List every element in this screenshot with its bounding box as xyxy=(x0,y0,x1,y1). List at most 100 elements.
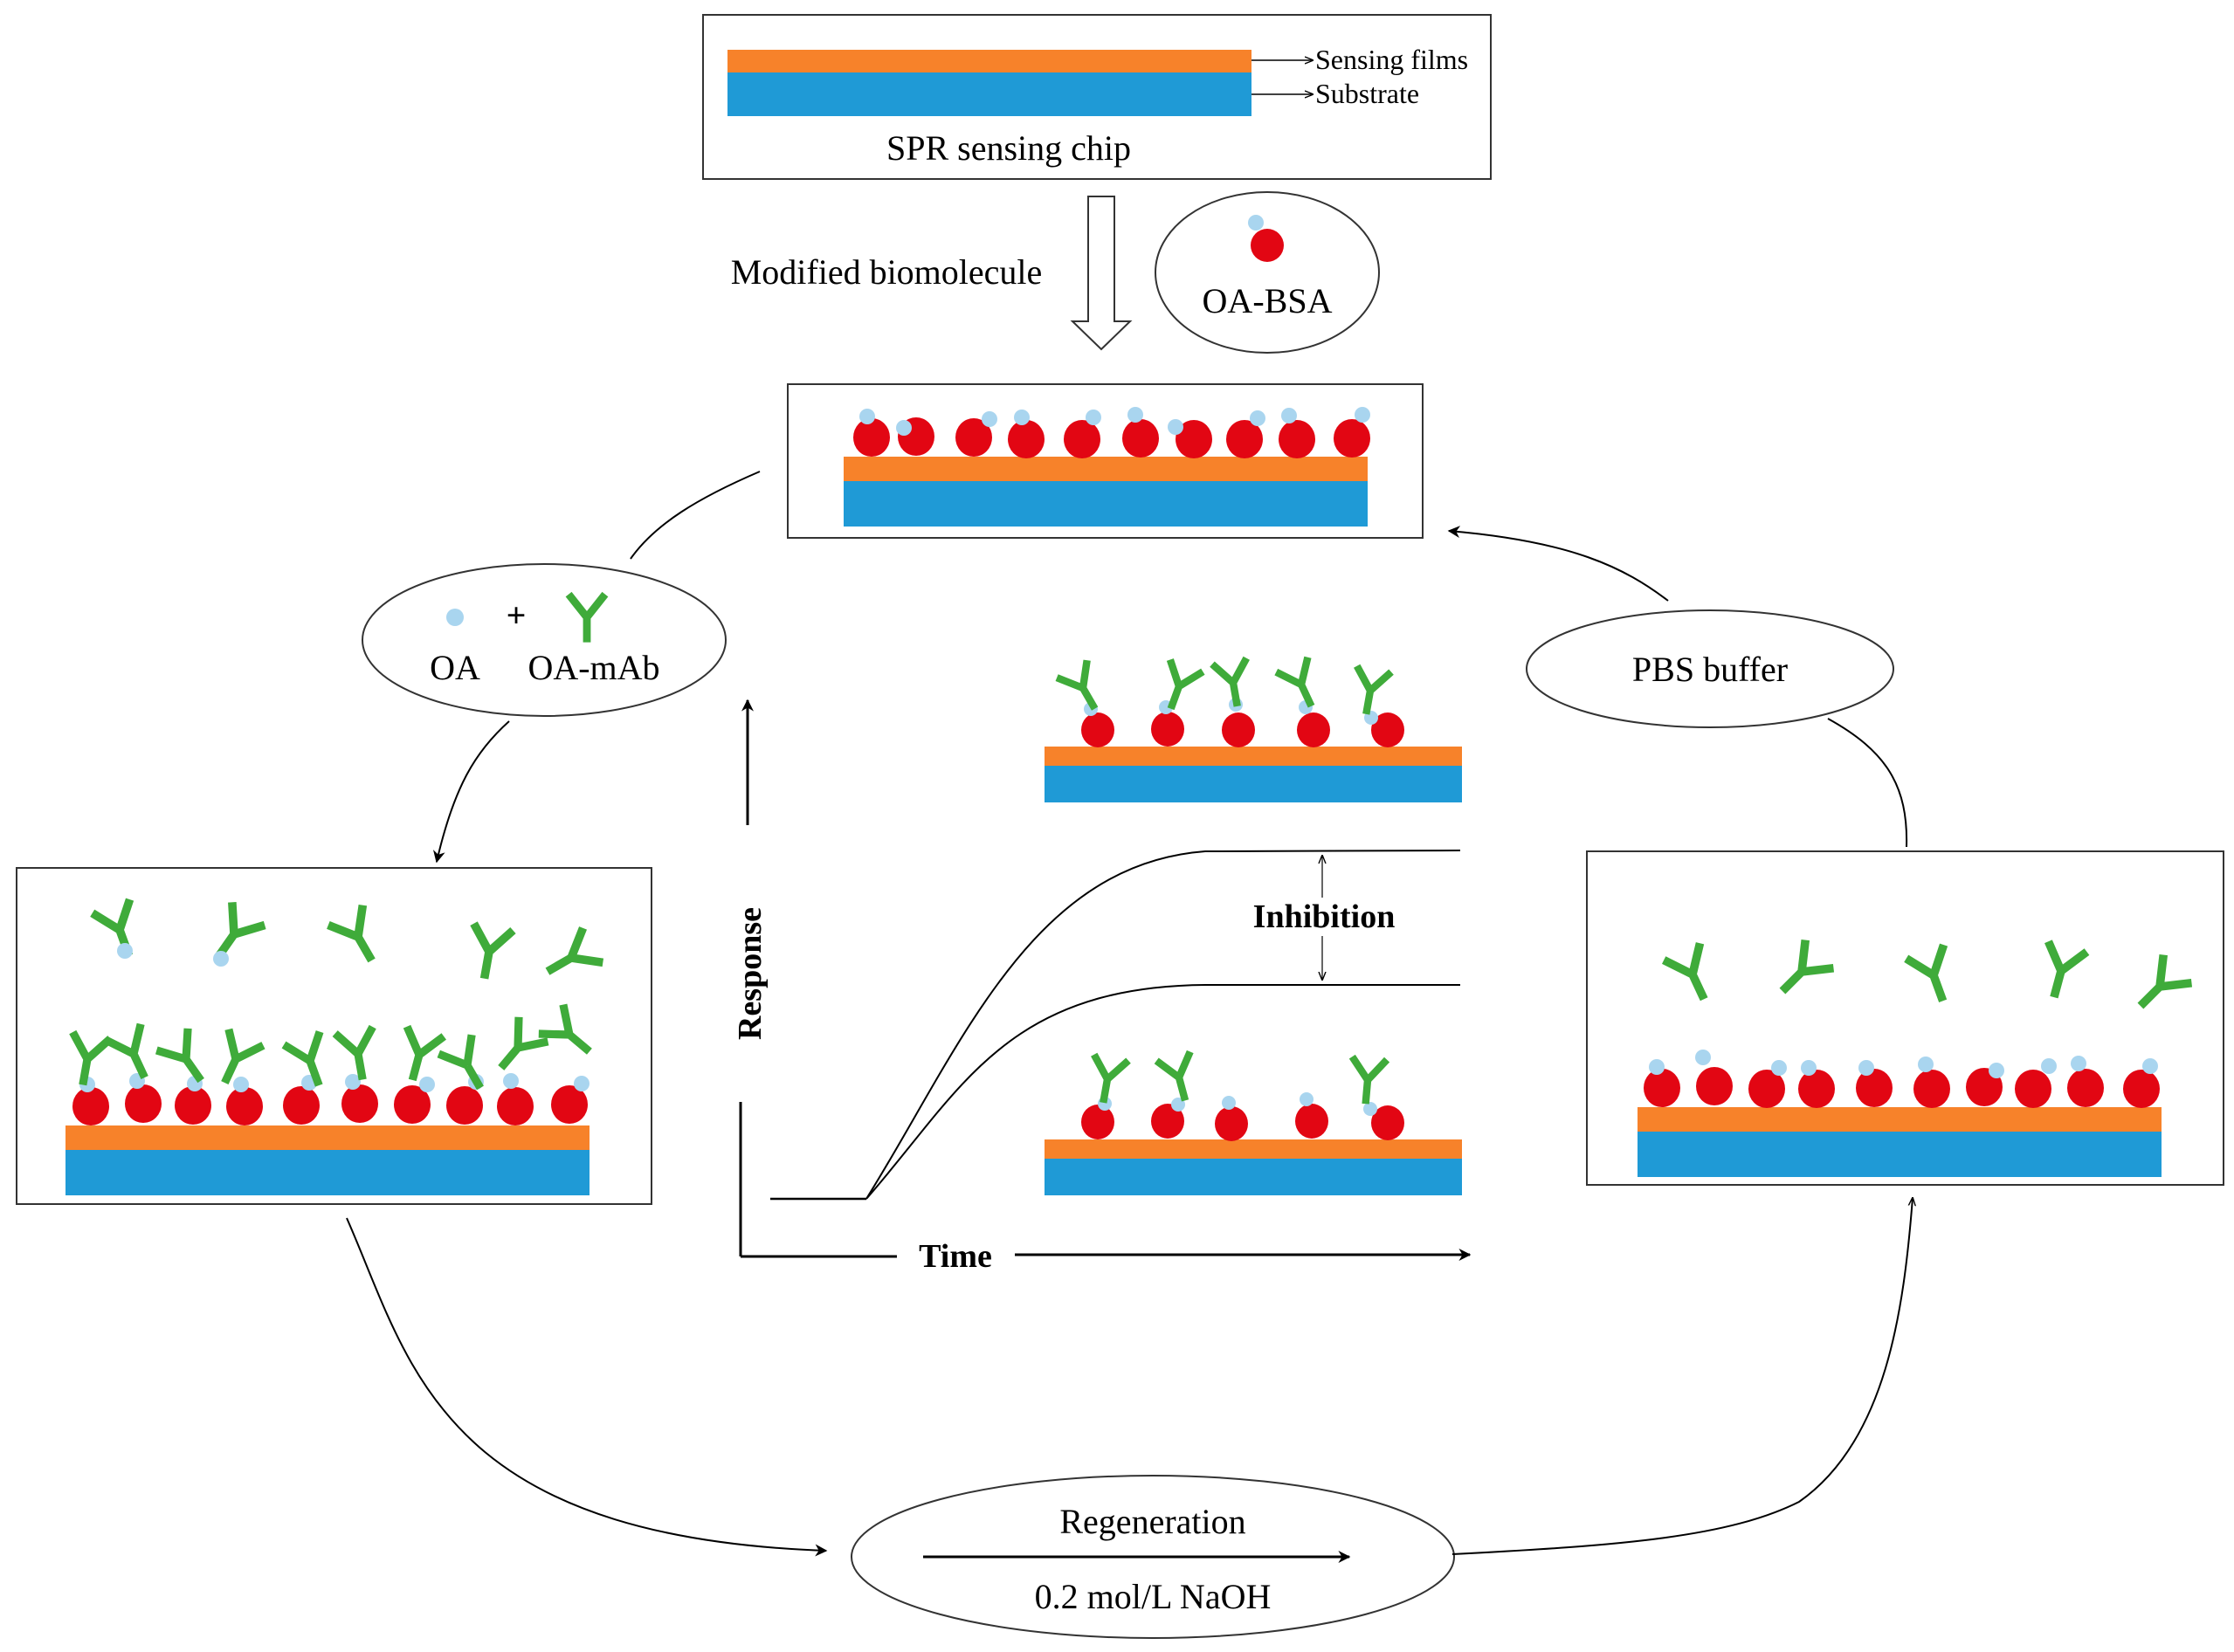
bsa-icon xyxy=(1644,1068,1680,1108)
bsa-icon xyxy=(1081,1105,1114,1139)
antibody-icon xyxy=(1091,1052,1131,1104)
bsa-icon xyxy=(853,417,890,458)
bsa-icon xyxy=(1151,1104,1184,1139)
pbs-buffer-ellipse: PBS buffer xyxy=(1526,609,1894,728)
sensing-film-layer xyxy=(727,50,1251,72)
bsa-icon xyxy=(2067,1068,2104,1108)
oa-hapten-icon xyxy=(1014,410,1030,425)
response-curve-low xyxy=(865,984,1460,1200)
oa-mab-label: OA-mAb xyxy=(527,648,659,687)
oa-hapten-icon xyxy=(419,1077,435,1092)
bsa-icon xyxy=(1295,1104,1328,1139)
oa-label: OA xyxy=(430,648,480,687)
oa-hapten-icon xyxy=(1918,1057,1934,1072)
bsa-icon xyxy=(1748,1069,1785,1109)
pbs-buffer-label: PBS buffer xyxy=(1632,650,1788,689)
antibody-icon xyxy=(565,591,609,643)
bsa-icon xyxy=(1122,418,1159,458)
oa-hapten-icon xyxy=(1649,1059,1665,1075)
antibody-icon xyxy=(221,1028,265,1085)
bsa-icon xyxy=(1151,712,1184,747)
oa-mab-ellipse: + OA OA-mAb xyxy=(362,563,727,717)
inset-chip-inhibited-binding xyxy=(1045,1050,1462,1195)
oa-hapten-icon xyxy=(117,943,133,959)
antibody-icon xyxy=(565,591,609,643)
bsa-icon xyxy=(1008,419,1045,459)
bsa-antibody-complex-row xyxy=(1055,656,1404,747)
oa-hapten-icon xyxy=(233,1077,249,1092)
bsa-icon xyxy=(2015,1069,2051,1109)
bsa-icon xyxy=(1279,419,1315,459)
antibody-icon xyxy=(327,904,376,963)
bsa-icon xyxy=(1215,1106,1248,1141)
bsa-icon xyxy=(1251,229,1284,262)
substrate-layer xyxy=(727,72,1251,116)
bsa-icon xyxy=(1371,1105,1404,1140)
regeneration-label: Regeneration xyxy=(1059,1502,1245,1541)
antibody-icon xyxy=(1779,939,1835,995)
antibody-icon xyxy=(281,1030,324,1087)
antibody-icon xyxy=(1055,659,1099,711)
free-antibodies xyxy=(1662,939,2193,1009)
antibody-icon xyxy=(470,921,516,980)
antibody-icon xyxy=(2137,953,2193,1009)
cycle-connectors xyxy=(346,471,1913,1557)
oa-hapten-icon xyxy=(503,1073,519,1089)
antibody-icon xyxy=(1354,664,1394,715)
oa-hapten-icon xyxy=(1248,215,1264,231)
plus-sign: + xyxy=(507,595,527,635)
antibody-icon xyxy=(1904,943,1948,1002)
bsa-icon xyxy=(1222,712,1255,747)
bsa-icon xyxy=(1064,419,1100,459)
antibody-icon xyxy=(545,926,604,975)
bsa-icon xyxy=(1081,712,1114,747)
oa-hapten-icon xyxy=(1222,1096,1236,1110)
bsa-icon xyxy=(341,1084,378,1124)
oa-hapten-icon xyxy=(1168,419,1183,435)
oa-hapten-icon xyxy=(1801,1060,1817,1076)
oa-hapten-icon xyxy=(574,1076,590,1091)
bsa-icon xyxy=(551,1084,588,1125)
antibody-icon xyxy=(538,1003,592,1055)
oa-bsa-label: OA-BSA xyxy=(1203,281,1333,320)
antibody-icon xyxy=(1210,656,1250,707)
free-antibodies xyxy=(90,898,604,980)
immobilized-chip-box xyxy=(787,383,1424,539)
oa-hapten-icon xyxy=(1989,1063,2004,1078)
response-curve-high xyxy=(865,850,1461,1200)
antibody-icon xyxy=(403,1024,446,1082)
antibody-icon xyxy=(104,1022,148,1080)
bsa-icon xyxy=(1334,418,1370,458)
bsa-icon xyxy=(1913,1069,1950,1109)
bsa-icon xyxy=(497,1086,534,1126)
bsa-icon xyxy=(1226,419,1263,459)
bsa-antibody-complex-row xyxy=(1081,1050,1404,1141)
bsa-row xyxy=(1644,1050,2160,1109)
oa-hapten-icon xyxy=(982,411,997,427)
bsa-row xyxy=(72,1073,590,1126)
bsa-icon xyxy=(125,1084,162,1124)
oa-hapten-icon xyxy=(1300,1092,1314,1106)
oa-hapten-icon xyxy=(1127,407,1143,423)
oa-hapten-icon xyxy=(446,609,464,626)
bsa-icon xyxy=(72,1086,109,1126)
oa-hapten-icon xyxy=(345,1074,361,1090)
bsa-icon xyxy=(1371,712,1404,747)
oa-hapten-icon xyxy=(1281,408,1297,423)
antibody-icon xyxy=(437,1034,484,1091)
bsa-icon xyxy=(394,1084,431,1125)
bsa-icon xyxy=(1856,1068,1893,1108)
oa-hapten-icon xyxy=(213,951,229,967)
spr-chip-title: SPR sensing chip xyxy=(886,128,1131,168)
sensing-films-label: Sensing films xyxy=(1315,44,1468,75)
antibody-icon xyxy=(1154,1050,1194,1102)
antibody-icon xyxy=(498,1016,549,1070)
oa-hapten-icon xyxy=(2071,1056,2086,1071)
bsa-icon xyxy=(283,1085,320,1125)
oa-hapten-icon xyxy=(1250,410,1265,426)
antibody-icon xyxy=(2044,940,2090,999)
x-axis-label: Time xyxy=(919,1238,992,1275)
antibody-icon xyxy=(332,1024,376,1081)
inset-chip-high-binding xyxy=(1045,656,1462,802)
antibody-icon xyxy=(1166,658,1205,711)
